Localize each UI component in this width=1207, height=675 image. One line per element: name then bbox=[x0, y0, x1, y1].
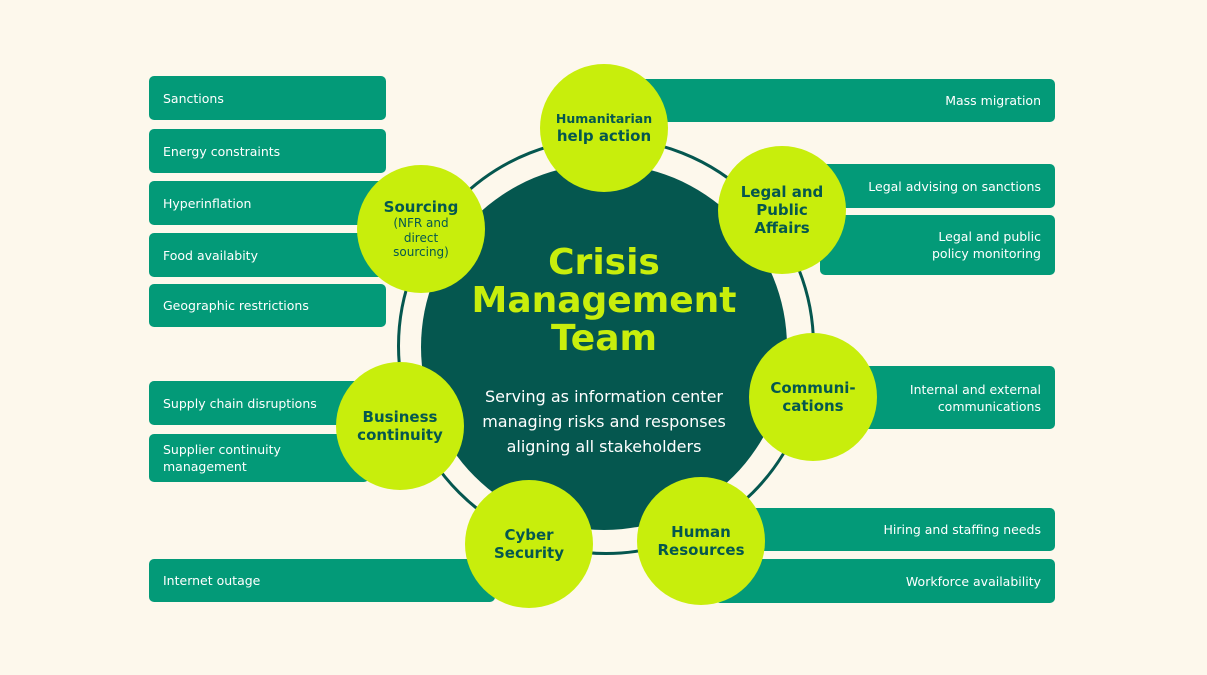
task-bar-mass-migration: Mass migration bbox=[640, 79, 1055, 122]
task-label: Hiring and staffing needs bbox=[883, 522, 1041, 537]
node-subtitle: (NFR and direct sourcing) bbox=[393, 216, 449, 260]
risk-label: Internet outage bbox=[163, 573, 261, 588]
node-title: Business continuity bbox=[357, 408, 443, 444]
node-title: Cyber Security bbox=[493, 526, 565, 562]
task-label: Mass migration bbox=[945, 93, 1041, 108]
task-label: Legal and public policy monitoring bbox=[931, 229, 1041, 261]
risk-label: Supply chain disruptions bbox=[163, 395, 317, 411]
risk-bar-internet: Internet outage bbox=[149, 559, 495, 602]
task-label: Legal advising on sanctions bbox=[868, 178, 1041, 194]
risk-bar-food: Food availabity bbox=[149, 233, 389, 277]
risk-label: Sanctions bbox=[163, 90, 224, 106]
risk-bar-sanctions: Sanctions bbox=[149, 76, 386, 120]
node-legal: Legal and Public Affairs bbox=[718, 146, 846, 274]
task-bar-hiring: Hiring and staffing needs bbox=[745, 508, 1055, 551]
task-bar-legal-policy: Legal and public policy monitoring bbox=[820, 215, 1055, 275]
node-cyber-security: Cyber Security bbox=[465, 480, 593, 608]
node-human-resources: Human Resources bbox=[637, 477, 765, 605]
node-title: Sourcing bbox=[383, 198, 459, 217]
risk-label: Geographic restrictions bbox=[163, 298, 309, 313]
risk-label: Energy constraints bbox=[163, 143, 281, 159]
node-title: Legal and Public Affairs bbox=[740, 183, 824, 237]
node-title-line2: help action bbox=[556, 127, 652, 145]
risk-bar-hyperinflation: Hyperinflation bbox=[149, 181, 389, 225]
risk-bar-energy: Energy constraints bbox=[149, 129, 386, 173]
node-sourcing: Sourcing (NFR and direct sourcing) bbox=[357, 165, 485, 293]
task-label: Workforce availability bbox=[905, 573, 1041, 589]
node-business-continuity: Business continuity bbox=[336, 362, 464, 490]
node-title-line1: Humanitarian bbox=[555, 111, 653, 126]
risk-bar-supplier-continuity: Supplier continuity management bbox=[149, 434, 369, 482]
center-description: Serving as information center managing r… bbox=[482, 387, 726, 456]
risk-label: Hyperinflation bbox=[163, 195, 252, 211]
node-title: Human Resources bbox=[657, 523, 745, 559]
node-title: Communi- cations bbox=[770, 379, 856, 415]
task-bar-workforce: Workforce availability bbox=[715, 559, 1055, 603]
risk-label: Supplier continuity management bbox=[163, 442, 281, 474]
task-label: Internal and external communications bbox=[909, 381, 1041, 414]
task-bar-communications: Internal and external communications bbox=[860, 366, 1055, 429]
node-communications: Communi- cations bbox=[749, 333, 877, 461]
risk-bar-supply-chain: Supply chain disruptions bbox=[149, 381, 369, 425]
risk-label: Food availabity bbox=[163, 247, 258, 263]
risk-bar-geographic: Geographic restrictions bbox=[149, 284, 386, 327]
center-title: Crisis Management Team bbox=[471, 242, 737, 359]
node-humanitarian: Humanitarian help action bbox=[540, 64, 668, 192]
task-bar-legal-advising: Legal advising on sanctions bbox=[820, 164, 1055, 208]
